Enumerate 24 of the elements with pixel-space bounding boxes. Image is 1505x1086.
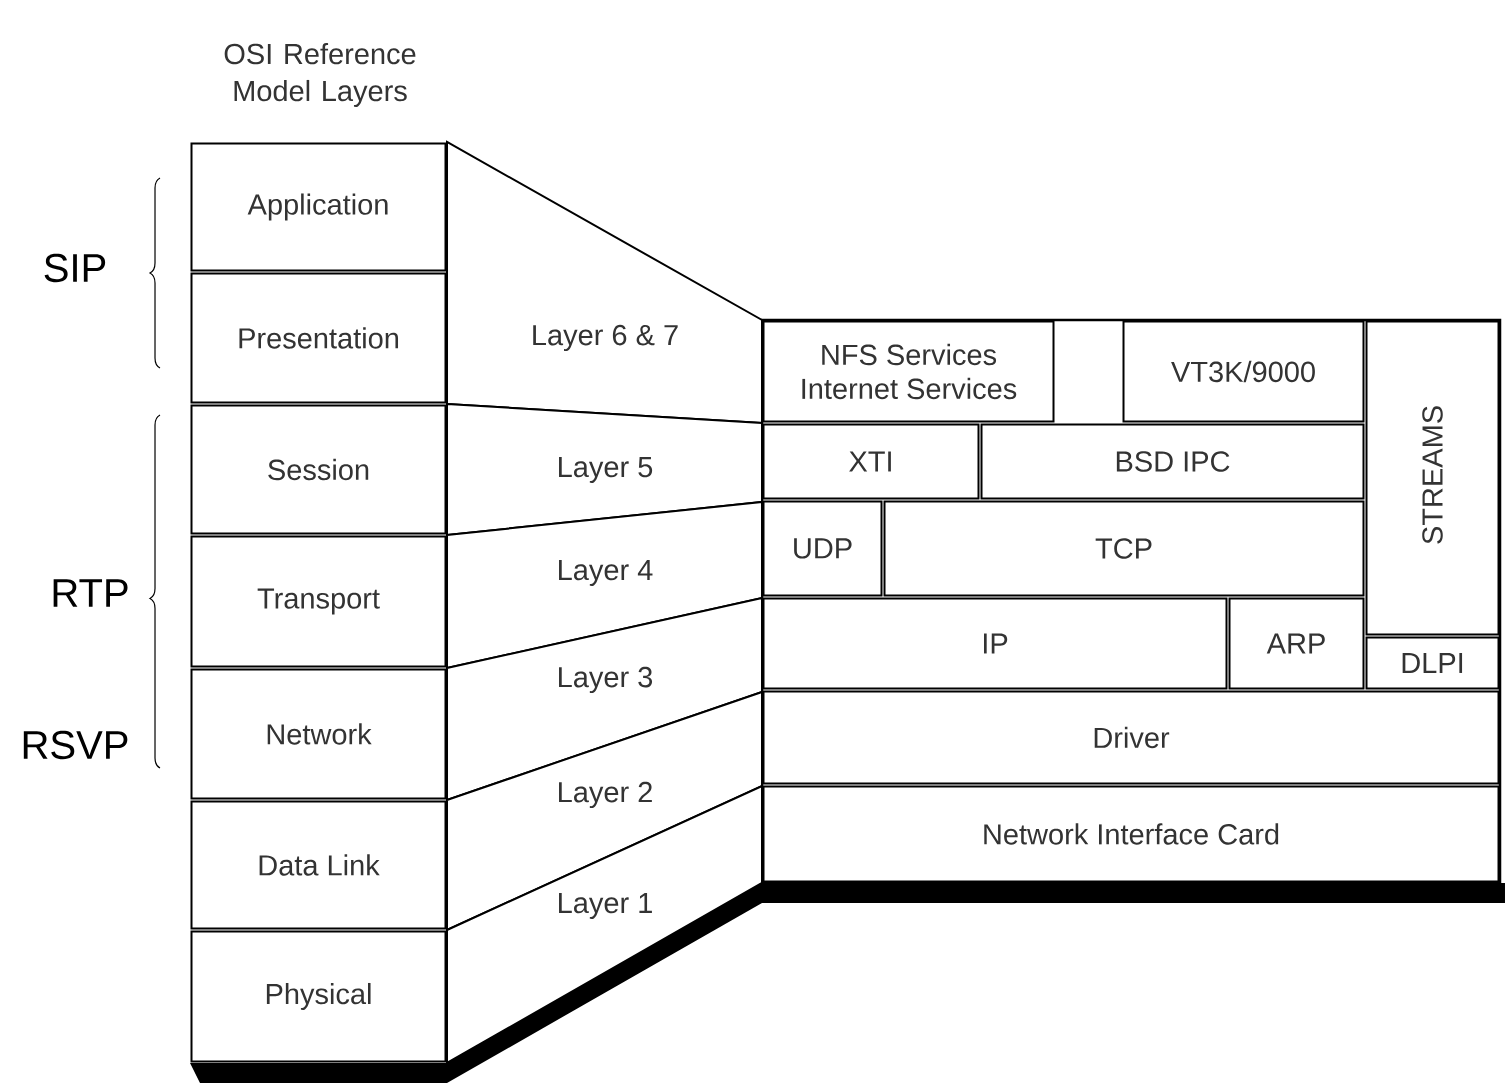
component-box: BSD IPC bbox=[980, 423, 1365, 500]
component-box: ARP bbox=[1228, 597, 1365, 690]
component-box: Driver bbox=[762, 690, 1500, 785]
heading: OSI Reference Model Layers bbox=[224, 43, 416, 107]
layer-box: Network bbox=[190, 668, 447, 800]
layer-box: Session bbox=[190, 404, 447, 535]
node-label: Layer 1 bbox=[559, 893, 652, 919]
component-box: IP bbox=[762, 597, 1228, 690]
protocol-label: SIP bbox=[44, 253, 106, 283]
component-box: VT3K/9000 bbox=[1122, 320, 1365, 423]
layer-box: Physical bbox=[190, 930, 447, 1063]
component-box: TCP bbox=[883, 500, 1365, 597]
layer-box: Transport bbox=[190, 535, 447, 668]
component-box: XTI bbox=[762, 423, 980, 500]
layer-box: Data Link bbox=[190, 800, 447, 930]
component-box: DLPI bbox=[1365, 636, 1500, 690]
component-box: Network Interface Card bbox=[762, 785, 1500, 883]
protocol-label: RTP bbox=[53, 579, 128, 607]
component-box: STREAMS bbox=[1365, 320, 1500, 636]
component-box: NFS Services Internet Services bbox=[762, 320, 1055, 423]
protocol-label: RSVP bbox=[23, 730, 128, 760]
layer-box: Application bbox=[190, 142, 447, 272]
component-box: UDP bbox=[762, 500, 883, 597]
layer-box: Presentation bbox=[190, 272, 447, 404]
